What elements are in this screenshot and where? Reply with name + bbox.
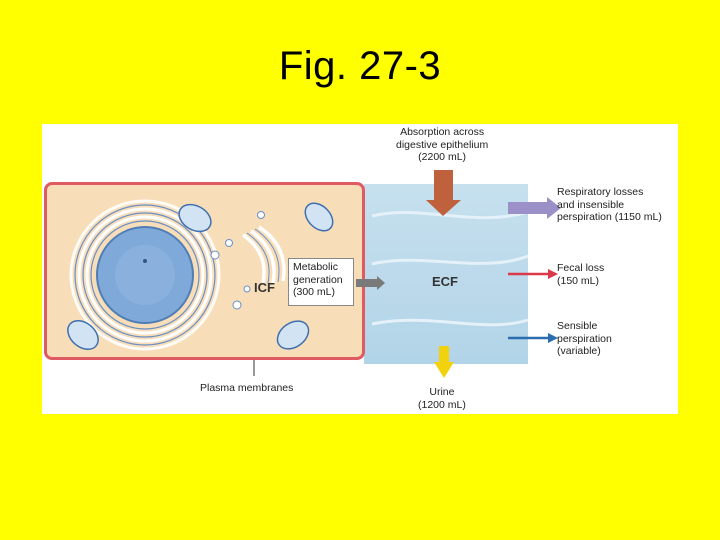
cell-organelles [67,199,334,351]
mitochondrion [304,202,334,232]
ecf-label: ECF [432,274,458,289]
metabolic-arrow [356,276,385,290]
icf-label: ICF [254,280,275,295]
urine-arrow [434,346,454,378]
mitochondrion [276,320,310,350]
respiratory-arrow [508,197,561,219]
absorption-label: Absorption across digestive epithelium (… [396,126,489,163]
fluid-balance-figure: Absorption across digestive epithelium (… [42,124,678,414]
mitochondrion [67,319,99,351]
fecal-arrow [508,269,558,279]
diagram-arrows [253,170,561,378]
absorption-arrow [426,170,461,216]
urine-label: Urine (1200 mL) [418,386,466,411]
sensible-label: Sensible perspiration (variable) [557,320,612,357]
fecal-label: Fecal loss (150 mL) [557,262,605,287]
slide-title: Fig. 27-3 [278,44,442,88]
diagram-arrows-ecf [371,210,529,327]
plasma-membrane-label: Plasma membranes [200,382,294,394]
sensible-arrow [508,333,558,343]
mitochondrion [178,203,212,233]
respiratory-label: Respiratory losses and insensible perspi… [557,186,662,223]
metabolic-label: Metabolic generation (300 mL) [288,258,354,306]
